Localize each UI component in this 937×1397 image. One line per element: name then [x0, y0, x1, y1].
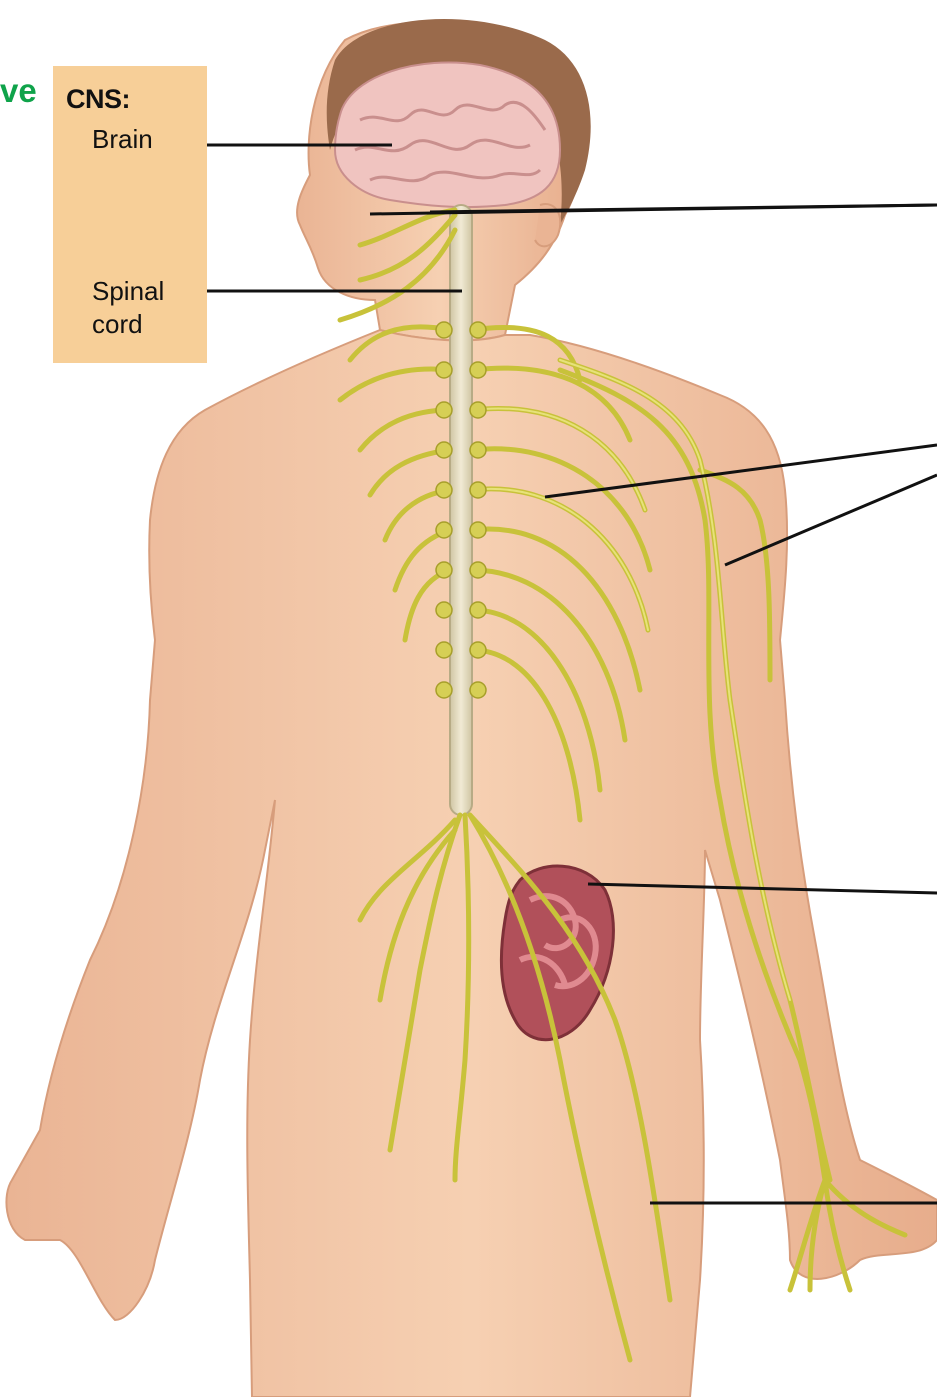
- brain: [335, 62, 560, 207]
- brain-label: Brain: [92, 124, 153, 155]
- spinal-cord-label-line1: Spinal: [92, 276, 164, 307]
- spinal-cord: [450, 205, 472, 815]
- cns-heading: CNS:: [66, 84, 130, 115]
- spinal-cord-label-line2: cord: [92, 309, 143, 340]
- cropped-green-heading: ve: [0, 72, 37, 110]
